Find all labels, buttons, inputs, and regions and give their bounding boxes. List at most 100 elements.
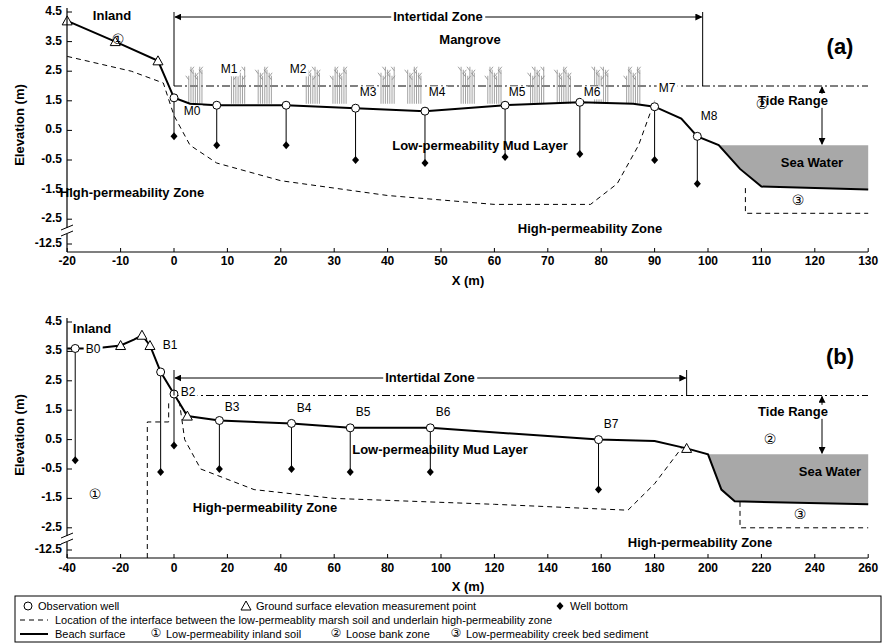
observation-well — [287, 419, 295, 427]
tick — [814, 554, 815, 558]
tick — [868, 248, 869, 252]
well-bottom — [171, 441, 178, 449]
zone-bound — [174, 12, 175, 86]
mangrove-stem — [381, 73, 382, 104]
tick-label: -0.5 — [41, 153, 62, 166]
legend-text: Loose bank zone — [346, 628, 430, 640]
well-bottom — [427, 468, 434, 476]
well-label: M4 — [427, 86, 448, 99]
tick-label: 260 — [858, 562, 878, 575]
tick — [654, 248, 655, 252]
mangrove-stem — [385, 67, 386, 104]
well-bottom — [352, 156, 359, 164]
legend-box — [15, 596, 881, 642]
zone-bound — [702, 12, 703, 86]
well-label: M1 — [219, 63, 240, 76]
well-casing — [355, 108, 356, 160]
mangrove-leaf — [632, 76, 635, 80]
callout-number: ① — [112, 32, 125, 47]
tick-label: 0.5 — [45, 433, 62, 446]
tick — [868, 554, 869, 558]
tick — [120, 248, 121, 252]
tick — [67, 41, 72, 42]
tick — [814, 248, 815, 252]
well-label: B1 — [161, 339, 180, 352]
mangrove-stem — [190, 67, 191, 104]
tick — [67, 439, 72, 440]
legend-sample — [24, 602, 32, 610]
region-label: Inland — [73, 322, 111, 336]
tick-label: -2.5 — [41, 213, 62, 226]
panel-label: (a) — [827, 35, 854, 59]
tick-label: 40 — [381, 255, 394, 268]
mangrove-leaf — [387, 73, 390, 77]
tick-label: 40 — [274, 562, 287, 575]
tick-label: 3.5 — [45, 35, 62, 48]
beach-surface — [67, 21, 868, 190]
well-label: M0 — [182, 105, 203, 118]
tick-label: 10 — [221, 255, 234, 268]
mangrove-leaf — [382, 67, 385, 71]
mangrove-leaf — [494, 76, 497, 80]
callout-number: ② — [331, 627, 342, 640]
tick-label: 0 — [171, 562, 178, 575]
well-label: B4 — [295, 402, 314, 415]
region-label: Sea Water — [781, 156, 843, 170]
survey-triangle — [153, 56, 163, 65]
tick — [280, 248, 281, 252]
tick-label: 1.5 — [45, 404, 62, 417]
beach-surface — [67, 335, 868, 504]
tick — [67, 351, 72, 352]
well-bottom — [216, 465, 223, 473]
tick-label: 70 — [541, 255, 554, 268]
axis-break — [61, 225, 73, 230]
observation-well — [693, 132, 701, 140]
callout-number: ② — [764, 432, 777, 447]
mangrove-leaf — [485, 76, 488, 80]
tick-label: -20 — [59, 255, 76, 268]
mangrove-leaf — [605, 73, 608, 77]
observation-well — [426, 424, 434, 432]
tick — [67, 469, 72, 470]
tick — [67, 322, 72, 323]
mangrove-stem — [501, 70, 502, 104]
legend-sample — [20, 620, 48, 621]
legend-text: Low-permeability inland soil — [166, 628, 301, 640]
sea-water — [708, 454, 868, 504]
mangrove-stem — [631, 70, 632, 104]
region-label: Inland — [91, 9, 133, 23]
tick-label: -40 — [59, 562, 76, 575]
mangrove-leaf — [195, 76, 198, 80]
axis-break — [61, 539, 73, 544]
mangrove-leaf — [628, 70, 631, 74]
mangrove-leaf — [242, 67, 245, 71]
tick-label: 2.5 — [45, 65, 62, 78]
tick — [227, 554, 228, 558]
well-bottom — [502, 153, 509, 161]
mangrove-stem — [607, 73, 608, 104]
mangrove-leaf — [559, 76, 562, 80]
mangrove-leaf — [528, 73, 531, 77]
region-label: High-permeability Zone — [193, 501, 337, 515]
mangrove-stem — [319, 73, 320, 104]
interface-line — [67, 56, 654, 204]
legend-text: Low-permeability creek bed sediment — [466, 628, 648, 640]
well-casing — [174, 394, 175, 445]
tick — [280, 554, 281, 558]
observation-well — [215, 416, 223, 424]
region-label: Mangrove — [437, 33, 502, 47]
tick — [67, 498, 72, 499]
mangrove-leaf — [418, 76, 421, 80]
tick-label: -12.5 — [35, 237, 62, 250]
mangrove-leaf — [489, 70, 492, 74]
mangrove-leaf — [186, 76, 189, 80]
region-label: Sea Water — [799, 465, 861, 479]
well-casing — [75, 348, 76, 460]
axis-title: X (m) — [452, 274, 485, 288]
survey-triangle — [116, 341, 126, 350]
survey-triangle — [145, 341, 155, 350]
zone-bound — [686, 370, 687, 396]
mangrove-stem — [492, 70, 493, 104]
mangrove-stem — [315, 67, 316, 104]
mangrove-leaf — [563, 70, 566, 74]
